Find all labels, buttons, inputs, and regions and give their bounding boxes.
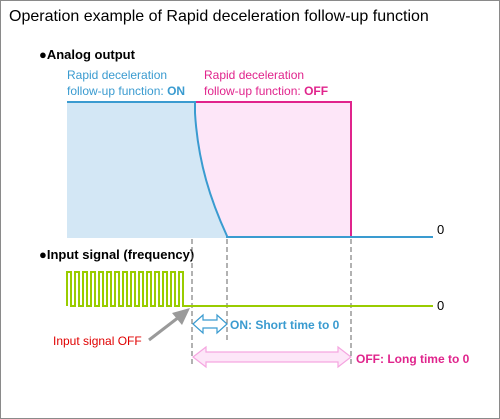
input-zero-label: 0 bbox=[437, 298, 445, 313]
input-signal-heading: ●Input signal (frequency) bbox=[39, 247, 195, 262]
off-time-label: OFF: Long time to 0 bbox=[356, 352, 470, 366]
off-fill-area bbox=[195, 102, 351, 238]
off-label-line2: follow-up function: OFF bbox=[204, 84, 329, 98]
signal-off-pointer-arrow bbox=[148, 308, 190, 342]
analog-output-heading: ●Analog output bbox=[39, 47, 135, 62]
off-duration-arrow bbox=[192, 345, 352, 369]
off-output-line bbox=[195, 101, 352, 237]
on-label-line2: follow-up function: ON bbox=[67, 84, 186, 98]
on-duration-arrow bbox=[192, 313, 228, 335]
on-output-line bbox=[67, 101, 433, 238]
on-fill-area bbox=[67, 102, 227, 238]
input-pulse-train bbox=[66, 271, 192, 307]
input-signal-off-label: Input signal OFF bbox=[53, 334, 142, 348]
on-label-line1: Rapid deceleration bbox=[67, 68, 168, 82]
off-state-text: OFF bbox=[304, 84, 329, 98]
page-title: Operation example of Rapid deceleration … bbox=[9, 8, 429, 25]
off-label-line1: Rapid deceleration bbox=[204, 68, 305, 82]
on-state-text: ON bbox=[167, 84, 186, 98]
analog-zero-label: 0 bbox=[437, 222, 445, 237]
on-time-label: ON: Short time to 0 bbox=[230, 318, 340, 332]
